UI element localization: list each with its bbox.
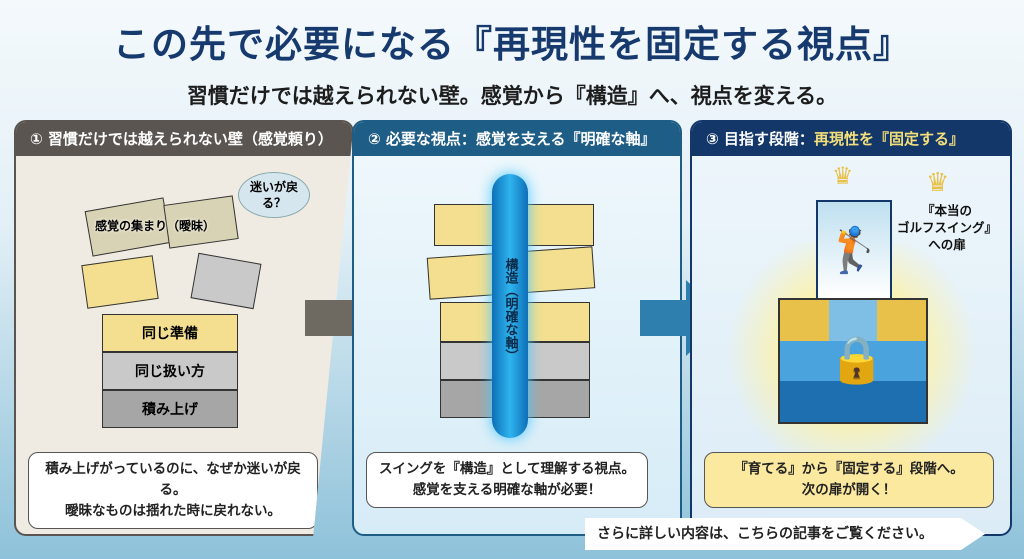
page-title: この先で必要になる『再現性を固定する視点』	[113, 23, 911, 66]
sensation-label: 感覚の集まり（曖昧）	[94, 219, 215, 233]
panel-target-stage: ③ 目指す段階：再現性を『固定する』 ♛ ♛ 『本当の ゴルフスイング』 への扉…	[690, 120, 1012, 536]
block-same-handling: 同じ扱い方	[102, 352, 238, 390]
panel-note: 『育てる』から『固定する』段階へ。 次の扉が開く！	[704, 452, 994, 508]
note-line: 『育てる』から『固定する』段階へ。	[734, 461, 964, 477]
block-same-preparation: 同じ準備	[102, 314, 238, 352]
note-line: 感覚を支える明確な軸が必要！	[412, 482, 602, 498]
panel-header: ① 習慣だけでは越えられない壁（感覚頼り）	[16, 122, 352, 156]
panel-habit-wall: ① 習慣だけでは越えられない壁（感覚頼り） 感覚の集まり（曖昧） 迷いが戻る？ …	[14, 120, 354, 536]
block-stacking: 積み上げ	[102, 390, 238, 428]
structure-axis-pillar: 構造（明確な軸）	[492, 174, 528, 438]
crown-icon: ♛	[832, 162, 854, 190]
unstable-block	[190, 252, 262, 310]
door-label-line: 『本当の	[921, 203, 972, 218]
door-label: 『本当の ゴルフスイング』 への扉	[892, 202, 1002, 253]
panel-header: ② 必要な視点：感覚を支える『明確な軸』	[354, 122, 680, 156]
panel-note: スイングを『構造』として理解する視点。 感覚を支える明確な軸が必要！	[366, 452, 648, 508]
golfer-door-icon: 🏌	[816, 200, 892, 300]
door-label-line: ゴルフスイング』	[896, 220, 997, 235]
article-link-button[interactable]: さらに詳しい内容は、こちらの記事をご覧ください。	[585, 518, 985, 550]
note-line: 次の扉が開く！	[801, 482, 897, 498]
door-label-line: への扉	[928, 237, 966, 252]
header-prefix: ③ 目指す段階：	[706, 130, 814, 148]
lock-icon: 🔒	[828, 332, 886, 386]
thought-bubble: 迷いが戻る？	[238, 172, 310, 218]
pillar-label: 構造（明確な軸）	[502, 258, 518, 362]
sensation-block	[81, 255, 159, 309]
crown-icon: ♛	[926, 168, 950, 198]
note-line: 積み上げがっているのに、なぜか迷いが戻る。	[45, 461, 301, 498]
panel-header: ③ 目指す段階：再現性を『固定する』	[692, 122, 1010, 156]
note-line: スイングを『構造』として理解する視点。	[378, 461, 636, 477]
note-line: 曖昧なものは揺れた時に戻れない。	[65, 503, 281, 519]
header-highlight: 再現性を『固定する』	[813, 130, 964, 148]
arrow-body	[305, 300, 355, 336]
panel-note: 積み上げがっているのに、なぜか迷いが戻る。 曖昧なものは揺れた時に戻れない。	[28, 452, 318, 529]
fixed-cube	[778, 298, 928, 424]
page-subtitle: 習慣だけでは越えられない壁。感覚から『構造』へ、視点を変える。	[186, 84, 838, 108]
arrow-body	[640, 300, 686, 336]
panel-required-view: ② 必要な視点：感覚を支える『明確な軸』 構造（明確な軸） スイングを『構造』と…	[352, 120, 682, 536]
